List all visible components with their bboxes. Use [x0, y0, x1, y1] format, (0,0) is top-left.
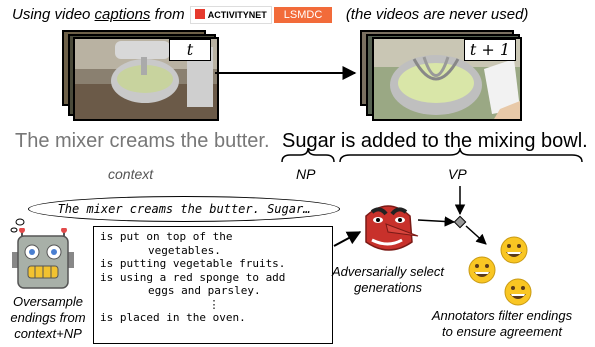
caption-line: endings from — [10, 310, 86, 325]
np-text: Sugar — [282, 130, 336, 152]
frame-label-t-plus-1: t + 1 — [464, 39, 516, 61]
ending-line: is using a red sponge to add — [100, 270, 286, 284]
grinning-face-icon — [468, 256, 496, 284]
activitynet-logo-mark — [194, 9, 205, 20]
annotator-faces — [468, 236, 532, 306]
grinning-face-icon — [504, 278, 532, 306]
video-frame-t-plus-1: t + 1 — [372, 37, 522, 121]
vp-label: VP — [448, 166, 467, 182]
ending-line: eggs and parsley. — [148, 284, 261, 297]
continuation-sentence: Sugar is added to the mixing bowl. — [282, 130, 588, 153]
caption-line: Annotators filter endings — [431, 308, 573, 323]
tengu-mask-icon — [365, 205, 419, 251]
adversary-to-merge-arrow — [417, 216, 456, 227]
header-suffix: (the videos are never used) — [345, 6, 529, 23]
thought-bubble: The mixer creams the butter. Sugar… — [28, 196, 340, 222]
context-sentence: The mixer creams the butter. — [15, 130, 270, 152]
caption-line: generations — [354, 280, 422, 295]
oversample-caption: Oversample endings from context+NP — [0, 294, 96, 342]
np-label: NP — [296, 166, 316, 182]
header-from-word: from — [150, 6, 189, 23]
header-prefix: Using video — [12, 6, 95, 23]
activitynet-logo: ACTIVITYNET — [189, 6, 272, 25]
endings-to-adversary-arrow — [333, 231, 362, 247]
thought-dot-small — [10, 227, 18, 233]
frame-label-t: t — [169, 39, 211, 61]
caption-line: Adversarially select — [332, 264, 444, 279]
ending-ellipsis: ⋮ — [208, 297, 220, 311]
header-captions-word: captions — [94, 6, 151, 23]
ending-line: is placed in the oven. — [100, 311, 246, 324]
endings-box: is put on top of the vegetables. is putt… — [93, 226, 333, 344]
ending-line: is put on top of the — [100, 230, 233, 243]
ending-line: is putting vegetable fruits. — [100, 257, 286, 270]
caption-line: context+NP — [14, 326, 82, 341]
caption-line: Oversample — [12, 294, 84, 309]
activitynet-logo-text: ACTIVITYNET — [207, 10, 267, 21]
video-frame-t: t — [73, 37, 219, 121]
context-label: context — [108, 166, 154, 182]
thought-dot-large — [15, 218, 25, 226]
ending-line: vegetables. — [148, 243, 221, 257]
merge-to-annotators-arrow — [465, 225, 487, 245]
np-brace — [281, 147, 335, 163]
annotators-caption: Annotators filter endings to ensure agre… — [412, 308, 592, 340]
robot-icon — [12, 228, 74, 289]
vp-text: is added to the mixing bowl. — [335, 130, 588, 152]
merge-node — [453, 215, 467, 229]
vp-brace — [339, 147, 583, 163]
caption-line: to ensure agreement — [442, 324, 562, 339]
header-caption: Using video captions from ACTIVITYNET LSM… — [12, 6, 529, 25]
grinning-face-icon — [500, 236, 528, 264]
adversarial-caption: Adversarially select generations — [318, 264, 458, 296]
lsmdc-logo: LSMDC — [273, 7, 333, 24]
